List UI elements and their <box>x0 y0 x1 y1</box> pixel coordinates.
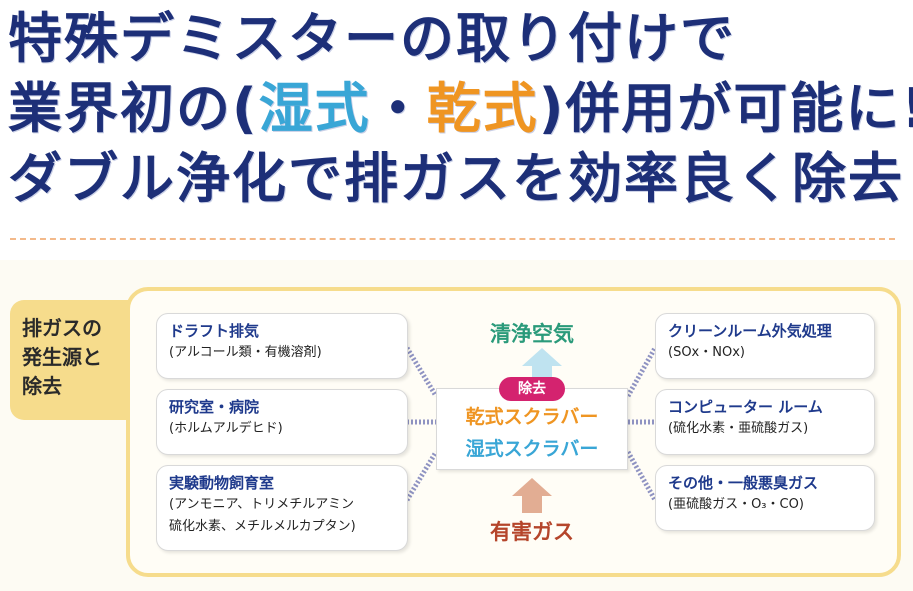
source-odor-gas: その他・一般悪臭ガス (亜硫酸ガス・O₃・CO) <box>655 465 875 531</box>
source-sub: (硫化水素・亜硫酸ガス) <box>668 421 809 436</box>
removal-badge: 除去 <box>499 377 565 401</box>
harmful-gas-label: 有害ガス <box>490 520 574 544</box>
side-label: 排ガスの 発生源と 除去 <box>22 314 122 401</box>
source-animal-room: 実験動物飼育室 (アンモニア、トリメチルアミン 硫化水素、メチルメルカプタン) <box>156 465 408 551</box>
source-title: 研究室・病院 <box>169 398 260 416</box>
source-title: クリーンルーム外気処理 <box>668 322 832 340</box>
source-lab-hospital: 研究室・病院 (ホルムアルデヒド) <box>156 389 408 455</box>
source-title: ドラフト排気 <box>169 322 260 340</box>
headline: 特殊デミスターの取り付けで 業界初の(湿式・乾式)併用が可能に! ダブル浄化で排… <box>8 4 913 214</box>
headline-line2-prefix: 業界初の( <box>8 77 259 140</box>
headline-line-1: 特殊デミスターの取り付けで <box>8 7 736 70</box>
side-label-line-1: 排ガスの <box>22 316 102 340</box>
dashed-divider <box>10 238 895 240</box>
side-label-line-2: 発生源と <box>22 345 102 369</box>
source-draft-exhaust: ドラフト排気 (アルコール類・有機溶剤) <box>156 313 408 379</box>
source-title: その他・一般悪臭ガス <box>668 474 819 492</box>
source-sub: (ホルムアルデヒド) <box>169 421 283 436</box>
headline-wet: 湿式 <box>258 77 371 140</box>
source-sub: (アンモニア、トリメチルアミン <box>169 497 354 512</box>
source-title: コンピューター ルーム <box>668 398 823 416</box>
source-cleanroom: クリーンルーム外気処理 (SOx・NOx) <box>655 313 875 379</box>
headline-dry: 乾式 <box>426 77 539 140</box>
clean-air-label: 清浄空気 <box>490 322 574 346</box>
source-sub: (亜硫酸ガス・O₃・CO) <box>668 497 804 512</box>
side-label-line-3: 除去 <box>22 374 62 398</box>
source-sub: (アルコール類・有機溶剤) <box>169 345 322 360</box>
source-computer-room: コンピューター ルーム (硫化水素・亜硫酸ガス) <box>655 389 875 455</box>
headline-dot: ・ <box>370 77 427 140</box>
side-tab <box>10 300 128 420</box>
headline-line2-suffix: )併用が可能に! <box>538 77 913 140</box>
source-sub-2: 硫化水素、メチルメルカプタン) <box>169 519 356 534</box>
dry-scrubber-label: 乾式スクラバー <box>465 406 599 428</box>
wet-scrubber-label: 湿式スクラバー <box>465 438 599 460</box>
headline-line-3: ダブル浄化で排ガスを効率良く除去 <box>8 147 904 210</box>
source-title: 実験動物飼育室 <box>169 474 275 492</box>
source-sub: (SOx・NOx) <box>668 345 745 360</box>
headline-line-2: 業界初の(湿式・乾式)併用が可能に! <box>8 74 913 144</box>
